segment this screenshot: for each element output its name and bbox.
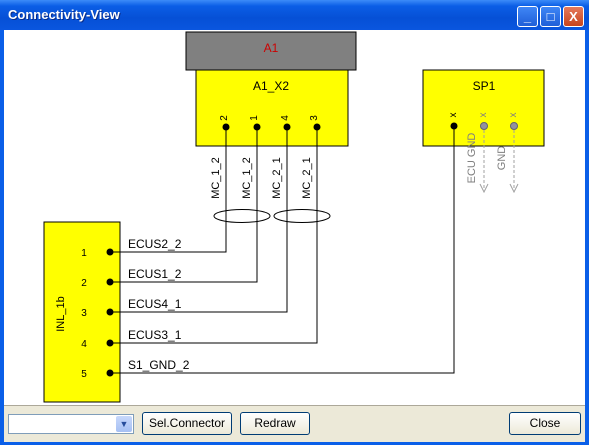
close-button[interactable]: Close bbox=[509, 412, 581, 435]
title-bar[interactable]: Connectivity-View _ □ X bbox=[0, 0, 589, 30]
sp1-pin-label-3: x bbox=[508, 113, 519, 118]
connector-a1-label: A1 bbox=[264, 41, 279, 55]
inl-pin-label-5: 5 bbox=[81, 369, 87, 380]
bottom-toolbar: ▼ Sel.Connector Redraw Close bbox=[4, 405, 585, 442]
sp1-gnd-label: GND bbox=[496, 146, 508, 171]
chevron-down-icon[interactable]: ▼ bbox=[116, 416, 132, 432]
twisted-pair-mc1 bbox=[213, 209, 271, 223]
window-title: Connectivity-View bbox=[8, 7, 120, 22]
diagram-canvas[interactable]: A1 A1_X2 2 1 4 3 SP1 x x x bbox=[4, 30, 585, 405]
sp1-pin-2[interactable] bbox=[480, 122, 488, 130]
a1-pin-label-3: 3 bbox=[309, 115, 320, 121]
connector-a1-x2-body[interactable] bbox=[195, 69, 349, 147]
wire-label-mc-2-1-b: MC_2_1 bbox=[301, 157, 313, 199]
a1-pin-label-1: 1 bbox=[249, 115, 260, 121]
twisted-pair-mc2 bbox=[273, 209, 331, 223]
a1-pin-label-2: 2 bbox=[219, 115, 230, 121]
inl-pin-label-2: 2 bbox=[81, 278, 87, 289]
wire-ecus2-2[interactable] bbox=[110, 127, 227, 253]
wire-label-mc-1-2-b: MC_1_2 bbox=[241, 157, 253, 199]
connectivity-diagram: A1 A1_X2 2 1 4 3 SP1 x x x bbox=[43, 31, 545, 403]
minimize-button[interactable]: _ bbox=[517, 6, 538, 27]
redraw-button[interactable]: Redraw bbox=[240, 412, 310, 435]
wire-label-ecus4-1: ECUS4_1 bbox=[128, 297, 182, 311]
sp1-pin-label-1: x bbox=[448, 113, 459, 118]
wire-label-ecus1-2: ECUS1_2 bbox=[128, 267, 182, 281]
connector-sp1-body[interactable] bbox=[422, 69, 545, 147]
sp1-ecu-gnd-arrow bbox=[479, 183, 489, 194]
sp1-ecu-gnd-label: ECU GND bbox=[466, 133, 478, 184]
inl-pin-label-1: 1 bbox=[81, 248, 87, 259]
wire-label-s1-gnd-2: S1_GND_2 bbox=[128, 358, 190, 372]
wire-label-mc-1-2-a: MC_1_2 bbox=[210, 157, 222, 199]
sel-connector-button[interactable]: Sel.Connector bbox=[142, 412, 232, 435]
wire-label-ecus2-2: ECUS2_2 bbox=[128, 237, 182, 251]
wire-ecus3-1[interactable] bbox=[110, 127, 318, 344]
close-window-button[interactable]: X bbox=[563, 6, 584, 27]
client-area: A1 A1_X2 2 1 4 3 SP1 x x x bbox=[4, 30, 585, 442]
maximize-button[interactable]: □ bbox=[540, 6, 561, 27]
wire-s1-gnd-2[interactable] bbox=[110, 126, 455, 374]
wire-ecus1-2[interactable] bbox=[110, 127, 258, 283]
connector-a1-header[interactable] bbox=[185, 31, 357, 71]
connector-combo[interactable]: ▼ bbox=[8, 414, 134, 434]
sp1-pin-3[interactable] bbox=[510, 122, 518, 130]
inl-pin-label-4: 4 bbox=[81, 339, 87, 350]
wire-label-ecus3-1: ECUS3_1 bbox=[128, 328, 182, 342]
a1-pin-label-4: 4 bbox=[280, 115, 291, 121]
sp1-gnd-arrow bbox=[509, 183, 519, 194]
inl-pin-label-3: 3 bbox=[81, 308, 87, 319]
sp1-pin-label-2: x bbox=[478, 113, 489, 118]
wire-ecus4-1[interactable] bbox=[110, 127, 288, 313]
connector-sp1-label: SP1 bbox=[473, 79, 496, 93]
connector-a1-x2-label: A1_X2 bbox=[253, 79, 289, 93]
connector-inl-1b-label: INL_1b bbox=[55, 296, 67, 331]
wire-label-mc-2-1-a: MC_2_1 bbox=[271, 157, 283, 199]
